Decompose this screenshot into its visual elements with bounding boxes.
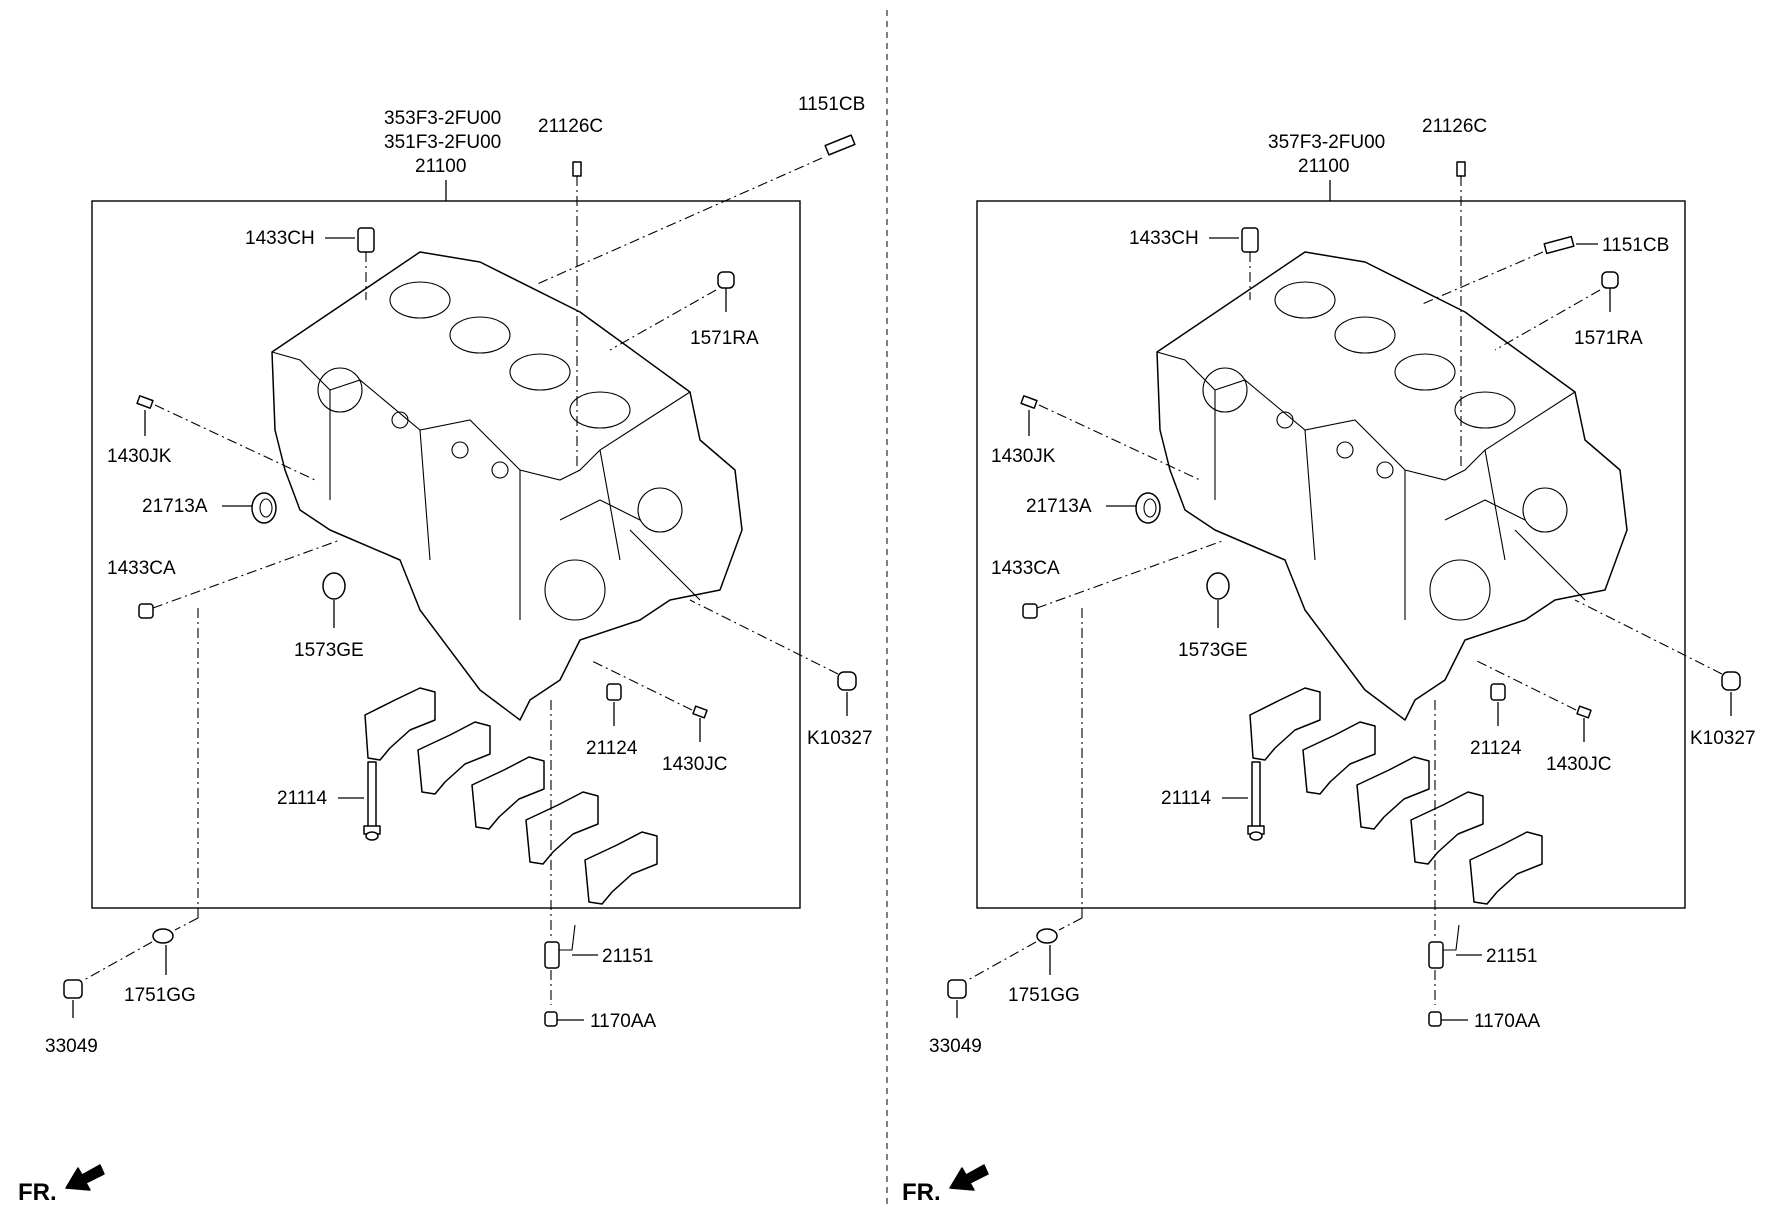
label-21114: 21114 xyxy=(1161,788,1211,809)
label-1751gg: 1751GG xyxy=(1008,985,1080,1006)
label-1430jk: 1430JK xyxy=(107,446,172,467)
plug-1571ra xyxy=(1601,271,1619,289)
label-21124: 21124 xyxy=(586,738,638,759)
pin-1430jk xyxy=(1020,395,1038,409)
label-1433ca: 1433CA xyxy=(991,558,1060,579)
front-marker: FR. xyxy=(18,1179,57,1206)
cylinder-block xyxy=(271,251,743,721)
block-code-2: 21100 xyxy=(1298,156,1349,177)
bolt-1170aa xyxy=(1428,1011,1442,1027)
label-1430jc: 1430JC xyxy=(662,754,728,775)
pin-1430jk xyxy=(136,395,154,409)
label-21124: 21124 xyxy=(1470,738,1522,759)
bearing-caps xyxy=(364,687,658,905)
sleeve-21124 xyxy=(606,683,622,701)
block-code-1: 353F3-2FU00 xyxy=(384,108,501,129)
plug-k10327 xyxy=(837,671,857,691)
label-1151cb: 1151CB xyxy=(798,94,865,115)
block-code-2: 351F3-2FU00 xyxy=(384,132,501,153)
label-1433ca: 1433CA xyxy=(107,558,176,579)
stud-1151cb xyxy=(1543,235,1575,255)
label-21713a: 21713A xyxy=(1026,496,1092,517)
dowel-1433ch xyxy=(357,227,375,253)
label-1571ra: 1571RA xyxy=(690,328,759,349)
dowel-1433ca xyxy=(138,603,154,619)
right-panel: 357F3-2FU00 21100 21126C xyxy=(902,116,1756,1206)
sleeve-21124 xyxy=(1490,683,1506,701)
dowel-1433ch xyxy=(1241,227,1259,253)
sensor-21151 xyxy=(1428,941,1444,969)
dowel-1433ca xyxy=(1022,603,1038,619)
label-1430jk: 1430JK xyxy=(991,446,1056,467)
block-code-1: 357F3-2FU00 xyxy=(1268,132,1385,153)
label-21126c: 21126C xyxy=(538,116,603,137)
bolt-21114 xyxy=(1251,761,1261,829)
label-33049: 33049 xyxy=(929,1036,982,1057)
label-21713a: 21713A xyxy=(142,496,208,517)
label-21151: 21151 xyxy=(602,946,653,967)
plug-33049 xyxy=(63,979,83,999)
label-1573ge: 1573GE xyxy=(1178,640,1248,661)
plug-33049 xyxy=(947,979,967,999)
label-1433ch: 1433CH xyxy=(245,228,315,249)
front-arrow-icon xyxy=(65,1164,105,1191)
label-21126c: 21126C xyxy=(1422,116,1487,137)
seal-1573ge xyxy=(1206,572,1230,600)
label-1751gg: 1751GG xyxy=(124,985,196,1006)
left-panel: 353F3-2FU00 351F3-2FU00 21100 xyxy=(18,94,873,1206)
block-code-3: 21100 xyxy=(415,156,466,177)
label-21151: 21151 xyxy=(1486,946,1537,967)
bearing-caps xyxy=(1249,687,1543,905)
sensor-21151 xyxy=(544,941,560,969)
plug-1571ra xyxy=(717,271,735,289)
label-k10327: K10327 xyxy=(807,728,873,749)
gasket-1751gg xyxy=(152,928,174,944)
seal-1573ge xyxy=(322,572,346,600)
label-1573ge: 1573GE xyxy=(294,640,364,661)
label-1430jc: 1430JC xyxy=(1546,754,1612,775)
label-21114: 21114 xyxy=(277,788,327,809)
label-1571ra: 1571RA xyxy=(1574,328,1643,349)
label-k10327: K10327 xyxy=(1690,728,1756,749)
gasket-1751gg xyxy=(1036,928,1058,944)
front-arrow-icon xyxy=(949,1164,989,1191)
label-1433ch: 1433CH xyxy=(1129,228,1199,249)
pin-1430jc xyxy=(1576,705,1592,719)
label-1170aa: 1170AA xyxy=(1474,1011,1541,1032)
front-marker: FR. xyxy=(902,1179,941,1206)
stud-1151cb xyxy=(824,134,856,156)
label-1151cb: 1151CB xyxy=(1602,235,1669,256)
label-1170aa: 1170AA xyxy=(590,1011,657,1032)
label-33049: 33049 xyxy=(45,1036,98,1057)
pin-1430jc xyxy=(692,705,708,719)
assembly-frame xyxy=(976,200,1686,909)
plug-k10327 xyxy=(1721,671,1741,691)
cylinder-block xyxy=(1156,251,1628,721)
bolt-21114 xyxy=(367,761,377,829)
bolt-1170aa xyxy=(544,1011,558,1027)
